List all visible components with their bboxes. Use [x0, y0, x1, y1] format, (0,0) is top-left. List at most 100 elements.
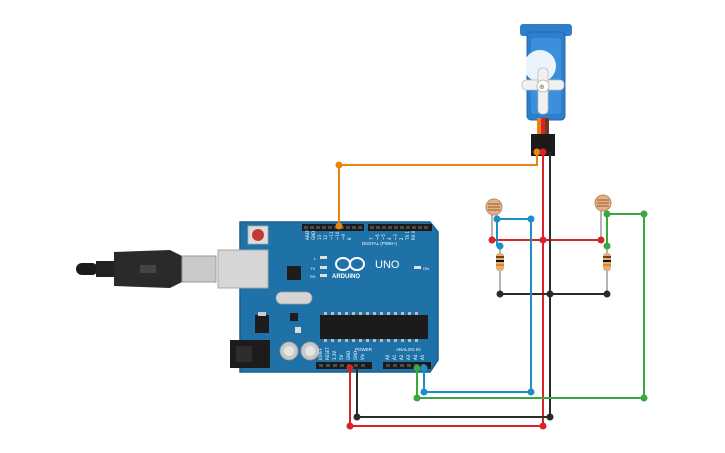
pin-label-gnd: GND	[311, 231, 316, 240]
servo-motor[interactable]: ⊕	[520, 24, 572, 156]
photoresistor-right-trace	[597, 199, 609, 207]
junction-blue-ldr	[493, 215, 501, 223]
junction-green-corner1	[413, 394, 421, 402]
wire-junctions	[335, 148, 648, 430]
junction-black-right	[603, 290, 611, 298]
pin-label-d4: 4	[387, 237, 392, 240]
pin-label-d5: ~5	[381, 234, 386, 240]
junction-red-ldr-right	[597, 236, 605, 244]
junction-red-5v	[346, 364, 354, 372]
small-ic	[290, 313, 298, 321]
brand-name: ARDUINO	[332, 274, 360, 280]
servo-wire-power	[541, 118, 545, 134]
resistor-right[interactable]	[603, 246, 611, 294]
wire-signal-orange[interactable]	[338, 152, 538, 226]
usb-cable-collar	[96, 261, 116, 277]
digital-header-title: DIGITAL (PWM~)	[362, 241, 397, 246]
usb-logo	[140, 265, 156, 273]
label-l: L	[314, 256, 317, 261]
reset-button[interactable]	[252, 229, 264, 241]
resistor-left-band2	[496, 260, 504, 262]
pin-label-3v3: 3.3V	[332, 351, 337, 360]
resistor-left[interactable]	[496, 246, 504, 294]
label-on: ON	[423, 266, 429, 271]
pin-label-d0: RX 0	[411, 230, 416, 240]
wire-5v-red[interactable]	[349, 152, 544, 427]
resistor-right-band1	[603, 256, 611, 258]
junction-red-corner1	[346, 422, 354, 430]
usb-plug-metal	[181, 255, 217, 283]
pin-label-d9: ~9	[341, 234, 346, 240]
voltage-regulator	[255, 315, 269, 333]
junction-green-corner2	[640, 394, 648, 402]
wire-gnd-black[interactable]	[356, 152, 551, 418]
atmega-pins-bottom	[324, 339, 418, 342]
pin-label-a3: A3	[406, 354, 411, 360]
wire-analog-green[interactable]	[416, 213, 645, 399]
pin-label-ioref: IOREF	[318, 347, 323, 360]
pin-label-d8: 8	[347, 237, 352, 240]
capacitor-1-top	[284, 346, 294, 356]
servo-screw-icon: ⊕	[539, 83, 545, 91]
atmega-pins-top	[324, 312, 418, 315]
junction-blue-corner1	[420, 388, 428, 396]
junction-black-left	[496, 290, 504, 298]
junction-black-corner2	[546, 413, 554, 421]
pin-label-d12: 12	[323, 234, 328, 240]
pin-label-gnd2: GND	[353, 351, 358, 360]
pin-label-d3: ~3	[393, 234, 398, 240]
junction-green-corner3	[640, 210, 648, 218]
power-header-title: POWER	[355, 347, 373, 352]
usb-jack	[217, 249, 269, 289]
junction-green-pin	[413, 364, 421, 372]
junction-black-mid	[546, 290, 554, 298]
power-pin-labels: IOREF RESET 3.3V 5V GND GND Vin	[318, 347, 365, 360]
wire-analog-blue[interactable]	[423, 218, 532, 393]
led-l	[320, 256, 327, 259]
digital-header-left	[302, 224, 364, 231]
pin-label-a1: A1	[392, 354, 397, 360]
capacitor-2-top	[305, 346, 315, 356]
crystal-oscillator	[275, 291, 313, 305]
pin-label-vin: Vin	[360, 353, 365, 360]
junction-red-servo	[539, 148, 547, 156]
usb-controller-chip	[287, 266, 301, 280]
usb-cable[interactable]	[76, 250, 217, 288]
label-tx: TX	[310, 266, 315, 271]
led-rx	[320, 274, 327, 277]
junction-black-corner1	[353, 413, 361, 421]
junction-blue-corner2	[527, 388, 535, 396]
photoresistor-left-trace	[488, 203, 500, 211]
junction-orange-pin	[335, 222, 343, 230]
analog-pin-labels: A0 A1 A2 A3 A4 A5	[385, 354, 425, 360]
pin-label-reset: RESET	[325, 347, 330, 360]
resistor-right-band2	[603, 260, 611, 262]
arduino-logo	[335, 257, 365, 271]
digital-pin-labels: AREF GND 13 12 ~11 ~10 ~9 8 7 ~6 ~5 4 ~3…	[305, 229, 416, 241]
junction-orange-servo	[533, 148, 541, 156]
pin-label-gnd1: GND	[346, 351, 351, 360]
led-on	[414, 266, 421, 269]
servo-wire-signal	[537, 118, 541, 134]
pin-label-a5: A5	[420, 354, 425, 360]
voltage-regulator-tab	[258, 312, 266, 316]
model-name: UNO	[375, 259, 400, 271]
pin-label-d2: 2	[399, 237, 404, 240]
photoresistor-right[interactable]	[594, 194, 612, 240]
arduino-uno-board[interactable]: L TX RX ON ARDUINO UNO DIGITAL (PWM~) PO…	[217, 221, 439, 373]
servo-horn-screw	[536, 79, 550, 93]
junction-blue-corner3	[527, 215, 535, 223]
pin-label-d13: 13	[317, 234, 322, 240]
label-rx: RX	[310, 274, 316, 279]
pin-label-aref: AREF	[305, 229, 310, 240]
resistor-left-band1	[496, 256, 504, 258]
resistor-right-band3	[603, 264, 611, 266]
resistor-left-band3	[496, 264, 504, 266]
usb-cable-strain-relief	[76, 263, 98, 275]
led-tx	[320, 266, 327, 269]
smd-component	[295, 327, 301, 333]
pin-label-a2: A2	[399, 354, 404, 360]
junction-red-ldr-left	[488, 236, 496, 244]
digital-header-holes	[304, 226, 428, 229]
